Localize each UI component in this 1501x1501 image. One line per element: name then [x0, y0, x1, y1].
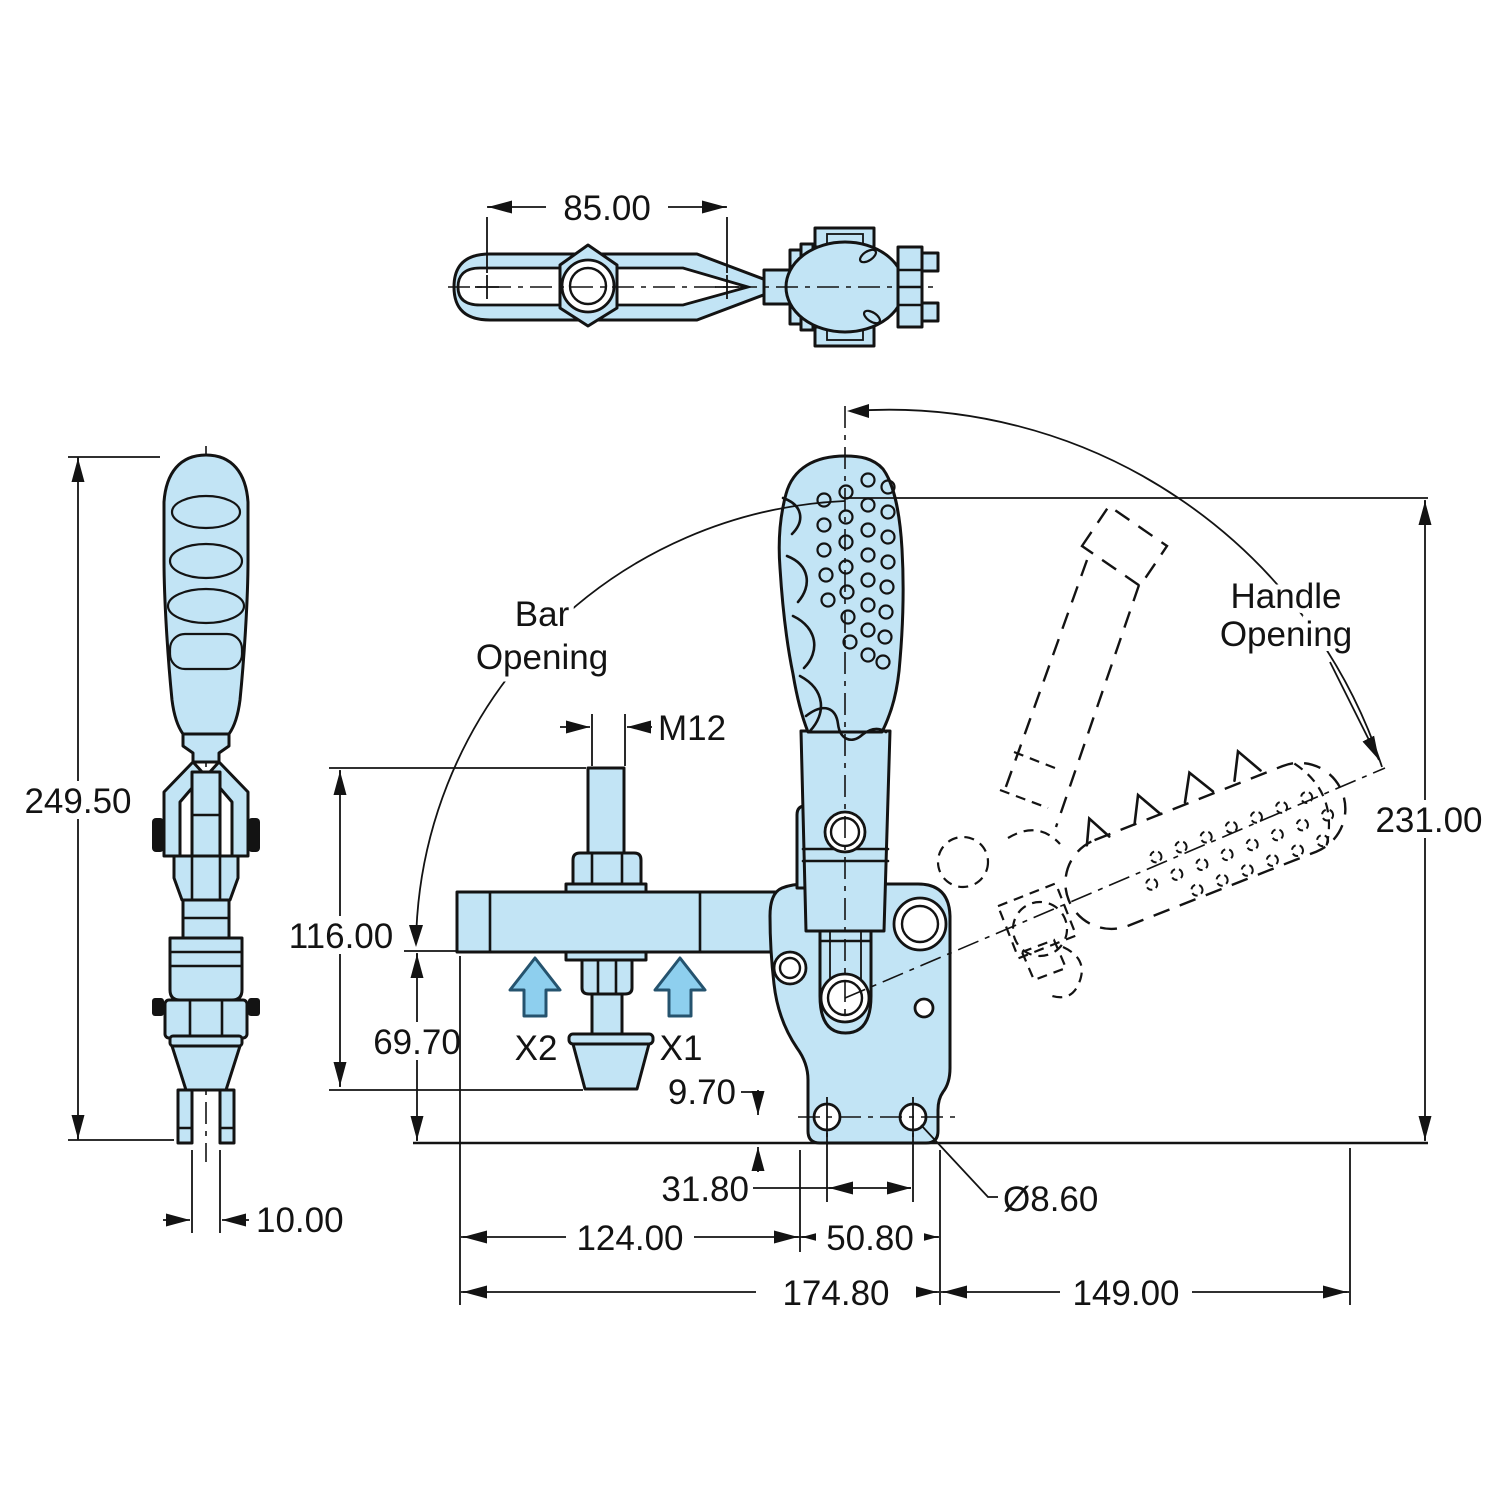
dim-text-85: 85.00 — [563, 189, 651, 228]
dim-prong-width: 10.00 — [163, 1150, 349, 1245]
hex-nut-side — [172, 854, 240, 902]
phantom-handle-tip — [1080, 504, 1169, 588]
dim-text-31-80: 31.80 — [661, 1170, 749, 1209]
head-detail — [862, 309, 882, 325]
dim-text-9-70: 9.70 — [668, 1073, 736, 1112]
dim-hole-edge-offset: 9.70 — [663, 1068, 765, 1172]
phantom-open-grip — [996, 748, 1347, 960]
grip-groove — [168, 542, 244, 580]
pivot-pin-left — [152, 818, 164, 852]
label-handle-opening: Handle Opening — [1215, 572, 1380, 761]
lock-nut — [580, 958, 634, 996]
open-handle-centerline — [844, 767, 1386, 999]
phantom-boss-2 — [1011, 900, 1069, 958]
bar-arc-arrowhead — [409, 925, 423, 947]
head-detail — [858, 248, 878, 264]
dim-mount-hole-spacing: 31.80 — [656, 1133, 914, 1214]
force-arrows: X2 X1 — [508, 956, 707, 1073]
bracket-tab-bottom — [920, 301, 940, 323]
grip-scallops — [781, 496, 823, 733]
body-small-hole — [913, 997, 935, 1019]
label-x2: X2 — [515, 1029, 558, 1068]
washer-top — [564, 882, 648, 894]
dim-mount-hole-diameter: Ø8.60 — [920, 1124, 1103, 1224]
label-bar-opening-line2: Opening — [476, 638, 608, 677]
top-view: 85.00 — [448, 184, 940, 348]
foot-shank — [590, 992, 624, 1038]
prong-left — [176, 1088, 194, 1145]
dim-overall-reach: 174.80 149.00 — [461, 1269, 1349, 1318]
lock-nut-facets — [596, 958, 618, 996]
label-bar-opening-line1: Bar — [515, 595, 570, 634]
pivot-pin-right — [248, 818, 260, 852]
phantom-shaft-lines — [1001, 559, 1141, 828]
handle-pivot-hole-inner — [900, 904, 940, 944]
dim-side-height: 249.50 — [19, 456, 174, 1141]
dim-text-249-50: 249.50 — [24, 782, 131, 821]
clamp-head-top — [784, 240, 906, 334]
clamp-bar — [455, 890, 799, 954]
bracket-tab-top — [920, 251, 940, 273]
dim-text-69-70: 69.70 — [373, 1023, 461, 1062]
dim-text-124: 124.00 — [576, 1219, 683, 1258]
grip-groove — [170, 494, 242, 530]
lower-hex-facets — [188, 998, 224, 1040]
phantom-grip-waves — [1085, 748, 1262, 847]
pin2-right — [248, 998, 260, 1016]
lower-assembly — [168, 936, 244, 1002]
slot-center-marks — [475, 275, 739, 299]
clamp-foot — [571, 1042, 651, 1091]
label-handle-opening-line2: Opening — [1220, 615, 1352, 654]
phantom-grip-dimples — [1145, 790, 1335, 897]
handle-opening-leader — [1329, 661, 1380, 761]
front-view: X2 X1 M12 116.00 — [284, 404, 1490, 1318]
dim-text-50-80: 50.80 — [826, 1219, 914, 1258]
grip-groove — [168, 632, 244, 671]
body-left-hole — [772, 950, 808, 986]
dim-top-slot-span: 85.00 — [486, 184, 728, 273]
dim-spindle-top-height: 116.00 — [284, 767, 586, 1091]
handle-neck — [181, 732, 231, 764]
force-arrow-x1-icon — [653, 956, 707, 1018]
dim-text-m12: M12 — [658, 709, 726, 748]
nut-bore-inner — [568, 266, 608, 306]
dim-spindle-thread: M12 — [560, 704, 731, 766]
label-handle-opening-line1: Handle — [1231, 577, 1342, 616]
force-arrow-x2-icon — [508, 956, 562, 1018]
side-view: 249.50 10.00 — [19, 446, 349, 1245]
grip-bottom-wave — [804, 706, 888, 741]
pin2-left — [152, 998, 164, 1016]
bar-facets — [488, 890, 702, 954]
dim-open-handle-height: 231.00 — [1368, 500, 1490, 1141]
dim-bar-reach: 124.00 50.80 — [461, 1214, 939, 1263]
dim-bar-underside-height: 69.70 — [368, 950, 466, 1141]
phantom-shaft-ties — [999, 750, 1061, 810]
dim-text-231: 231.00 — [1375, 801, 1482, 840]
dim-text-10: 10.00 — [256, 1201, 344, 1240]
spindle-nut-facets — [590, 851, 624, 886]
label-x1: X1 — [660, 1029, 703, 1068]
phantom-boss-1 — [936, 835, 990, 889]
foot-side — [170, 1044, 242, 1092]
grip-groove — [166, 587, 246, 625]
dim-text-116: 116.00 — [289, 917, 393, 956]
phantom-hook-top — [1007, 829, 1061, 845]
body-left-hole-inner — [778, 956, 802, 980]
open-position-phantom — [936, 504, 1347, 999]
label-bar-opening: Bar Opening — [471, 590, 613, 682]
phantom-clevis — [1020, 938, 1068, 982]
handle-arc-arrowhead — [847, 404, 869, 418]
dim-text-149: 149.00 — [1072, 1274, 1179, 1313]
dim-text-174-80: 174.80 — [782, 1274, 889, 1313]
phantom-hook-bottom — [1048, 946, 1083, 999]
lower-joints — [168, 950, 244, 968]
hex-facets — [190, 854, 222, 902]
grip-dimples — [816, 472, 896, 670]
dim-text-8-60: Ø8.60 — [1003, 1180, 1098, 1219]
lower-hex — [163, 998, 249, 1040]
spindle-nut — [571, 851, 643, 886]
prong-right — [218, 1088, 236, 1145]
